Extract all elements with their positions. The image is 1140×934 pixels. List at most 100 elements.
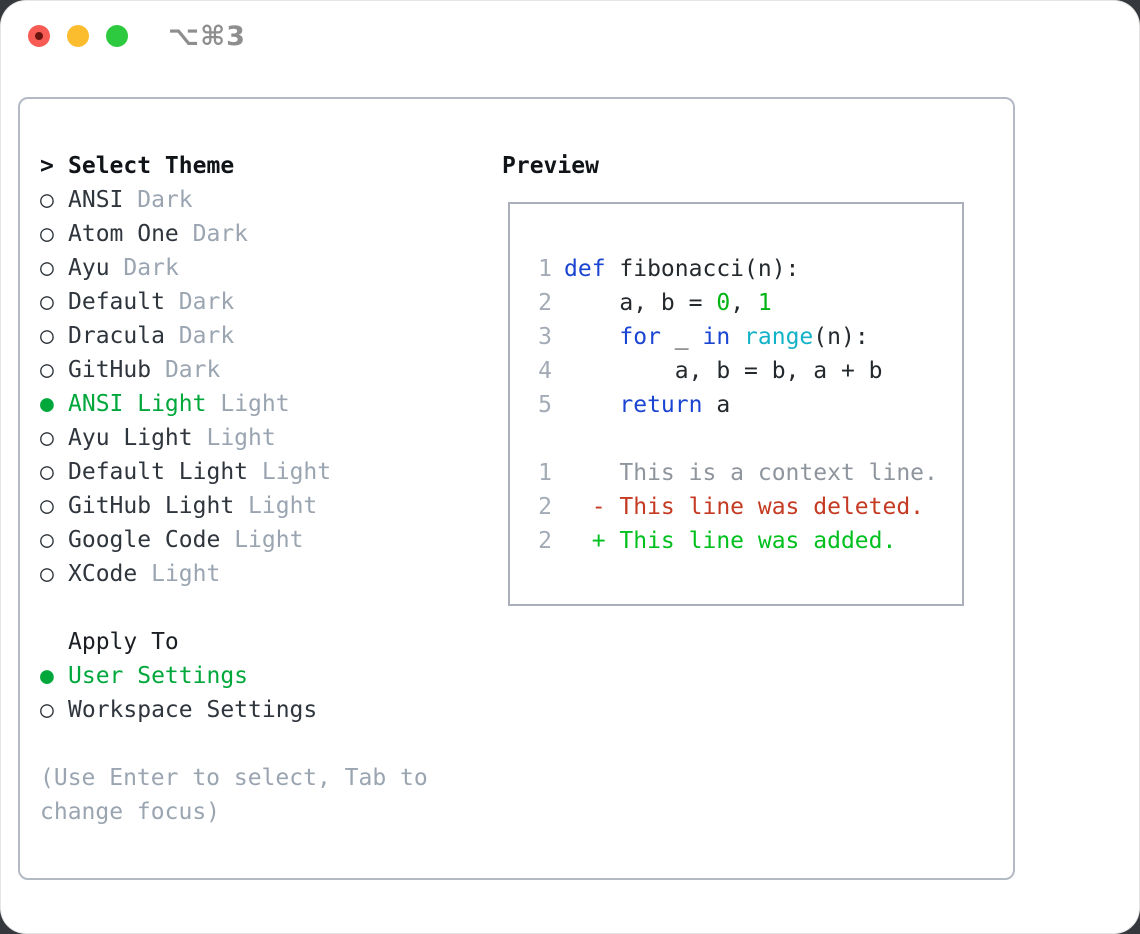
theme-name: Ayu Light — [68, 425, 193, 451]
diff-added-line: 2 + This line was added. — [532, 524, 962, 558]
theme-name: ANSI — [68, 187, 124, 213]
apply-option-user-settings[interactable]: ● User Settings — [40, 659, 492, 693]
theme-option-atom-one[interactable]: ○ Atom One Dark — [40, 217, 492, 251]
theme-option-google-code[interactable]: ○ Google Code Light — [40, 523, 492, 557]
apply-to-title-row: Apply To — [40, 625, 492, 659]
code-token: in — [702, 324, 731, 350]
code-token: return — [619, 392, 703, 418]
theme-dialog: >Select Theme ○ANSI Dark ○Atom One Dark … — [18, 97, 1015, 880]
radio-unselected-icon: ○ — [40, 561, 54, 587]
radio-unselected-icon: ○ — [40, 323, 54, 349]
theme-name: Google Code — [68, 527, 221, 553]
minimize-button[interactable] — [67, 25, 89, 47]
focus-cursor-icon: > — [40, 153, 54, 179]
diff-context-line: 1 This is a context line. — [532, 456, 962, 490]
spacer — [40, 727, 492, 761]
theme-list: >Select Theme ○ANSI Dark ○Atom One Dark … — [40, 149, 492, 829]
code-token — [730, 324, 744, 350]
list-title-row: > Select Theme — [40, 149, 492, 183]
code-token: 1 — [757, 290, 772, 316]
diff-text: This is a context line. — [564, 460, 938, 486]
theme-tag: Dark — [164, 357, 221, 383]
spacer — [40, 591, 492, 625]
theme-option-ayu-dark[interactable]: ○ Ayu Dark — [40, 251, 492, 285]
radio-unselected-icon: ○ — [40, 425, 54, 451]
help-text-line: (Use Enter to select, Tab to — [40, 765, 428, 791]
theme-tag: Dark — [123, 255, 179, 281]
line-number: 5 — [538, 392, 552, 418]
line-number: 2 — [538, 290, 552, 316]
theme-name: Atom One — [68, 221, 179, 247]
titlebar: ⌥⌘3 — [28, 21, 245, 52]
help-text-line: change focus) — [40, 799, 221, 825]
code-token: , — [730, 290, 758, 316]
zoom-button[interactable] — [106, 25, 128, 47]
theme-option-default-dark[interactable]: ○Default Dark — [40, 285, 492, 319]
list-title: Select Theme — [68, 153, 235, 179]
theme-name: XCode — [68, 561, 138, 587]
line-number: 2 — [538, 528, 552, 554]
code-token: 0 — [716, 290, 731, 316]
theme-option-github-light[interactable]: ○ GitHub Light Light — [40, 489, 492, 523]
radio-unselected-icon: ○ — [40, 527, 54, 553]
window-title: ⌥⌘3 — [168, 21, 246, 52]
apply-option-label: Workspace Settings — [68, 697, 318, 723]
theme-name: Default — [68, 289, 165, 315]
theme-option-xcode[interactable]: ○XCode Light — [40, 557, 492, 591]
line-number: 3 — [538, 324, 552, 350]
spacer — [532, 422, 962, 456]
close-button[interactable] — [28, 25, 50, 47]
theme-option-github-dark[interactable]: ○ GitHub Dark — [40, 353, 492, 387]
theme-name: Default Light — [68, 459, 249, 485]
code-token — [564, 324, 619, 350]
theme-option-ansi-dark[interactable]: ○ ANSI Dark — [40, 183, 492, 217]
radio-unselected-icon: ○ — [40, 255, 54, 281]
theme-tag: Light — [234, 527, 304, 553]
radio-unselected-icon: ○ — [40, 697, 54, 723]
code-token: a, b = b, a + b — [564, 358, 883, 384]
theme-option-dracula[interactable]: ○Dracula Dark — [40, 319, 492, 353]
diff-text: - This line was deleted. — [564, 494, 925, 520]
theme-tag: Dark — [178, 289, 235, 315]
code-token: range — [744, 324, 814, 350]
theme-option-default-light[interactable]: ○ Default Light Light — [40, 455, 492, 489]
theme-tag: Light — [261, 459, 332, 485]
theme-tag: Dark — [137, 187, 193, 213]
code-token: (n): — [813, 324, 869, 350]
theme-tag: Light — [248, 493, 318, 519]
radio-unselected-icon: ○ — [40, 221, 54, 247]
theme-name: ANSI Light — [68, 391, 207, 417]
code-token: _ — [660, 324, 703, 350]
radio-selected-icon: ● — [40, 663, 54, 689]
theme-option-ayu-light[interactable]: ○Ayu Light Light — [40, 421, 492, 455]
code-line: 4 a, b = b, a + b — [532, 354, 962, 388]
theme-name: GitHub Light — [68, 493, 235, 519]
diff-deleted-line: 2 - This line was deleted. — [532, 490, 962, 524]
code-token: for — [619, 324, 661, 350]
line-number: 1 — [538, 256, 552, 282]
apply-option-workspace-settings[interactable]: ○ Workspace Settings — [40, 693, 492, 727]
radio-unselected-icon: ○ — [40, 459, 54, 485]
apply-option-label: User Settings — [68, 663, 249, 689]
diff-text: + This line was added. — [564, 528, 897, 554]
radio-unselected-icon: ○ — [40, 493, 54, 519]
line-number: 1 — [538, 460, 552, 486]
radio-unselected-icon: ○ — [40, 187, 54, 213]
apply-to-title: Apply To — [68, 629, 179, 655]
radio-unselected-icon: ○ — [40, 357, 54, 383]
preview-title: Preview — [502, 153, 599, 179]
line-number: 4 — [538, 358, 552, 384]
theme-name: GitHub — [68, 357, 152, 383]
line-number: 2 — [538, 494, 552, 520]
code-token: def — [564, 256, 606, 282]
code-token — [564, 392, 619, 418]
theme-name: Ayu — [68, 255, 110, 281]
code-line: 2 a, b = 0, 1 — [532, 286, 962, 320]
theme-option-ansi-light[interactable]: ●ANSI Light Light — [40, 387, 492, 421]
theme-tag: Light — [220, 391, 290, 417]
theme-tag: Dark — [192, 221, 249, 247]
